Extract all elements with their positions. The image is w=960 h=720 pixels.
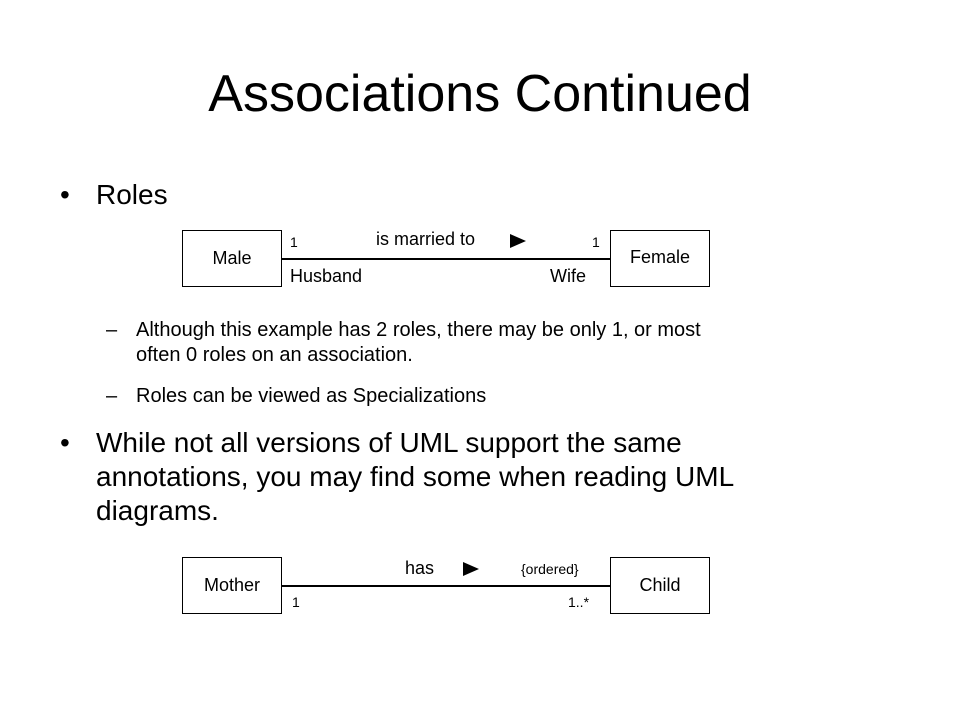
bullet-line: While not all versions of UML support th… (96, 427, 682, 458)
right-multiplicity: 1..* (568, 594, 590, 610)
direction-arrow-icon (510, 234, 526, 248)
class-box-mother: Mother (182, 557, 282, 614)
slide-title: Associations Continued (208, 65, 752, 123)
bullet-line: diagrams. (96, 495, 219, 526)
class-box-child: Child (610, 557, 710, 614)
bullet-roles: • Roles (60, 178, 360, 212)
association-line (282, 258, 610, 260)
bullet-line: annotations, you may find some when read… (96, 461, 735, 492)
left-multiplicity: 1 (290, 234, 298, 250)
bullet-text: While not all versions of UML support th… (96, 426, 734, 528)
right-role: Wife (550, 266, 586, 286)
direction-arrow-icon (463, 562, 479, 576)
sub-bullet-text: Roles can be viewed as Specializations (136, 385, 487, 407)
bullet-uml-annotations: • While not all versions of UML support … (60, 426, 860, 531)
sub-bullet-line: Although this example has 2 roles, there… (136, 319, 701, 341)
sub-bullet-text: Although this example has 2 roles, there… (136, 318, 701, 368)
sub-bullet-dash: – (106, 319, 118, 341)
bullet-dot: • (60, 179, 70, 210)
sub-bullet-specializations: – Roles can be viewed as Specializations (106, 384, 906, 409)
sub-bullet-dash: – (106, 385, 118, 407)
class-name: Mother (203, 575, 261, 595)
association-name: is married to (376, 229, 476, 249)
class-name: Male (212, 248, 252, 268)
class-box-female: Female (610, 230, 710, 287)
association-name: has (405, 558, 435, 578)
right-multiplicity: 1 (592, 234, 600, 250)
sub-bullet-line: often 0 roles on an association. (136, 344, 413, 366)
left-role: Husband (290, 266, 363, 286)
bullet-dot: • (60, 427, 70, 458)
association-constraint: {ordered} (521, 561, 579, 577)
sub-bullet-roles-count: – Although this example has 2 roles, the… (106, 318, 906, 368)
class-name: Child (639, 575, 681, 595)
association-line (282, 585, 610, 587)
class-name: Female (629, 247, 691, 267)
left-multiplicity: 1 (292, 594, 300, 610)
bullet-text: Roles (96, 179, 168, 210)
class-box-male: Male (182, 230, 282, 287)
